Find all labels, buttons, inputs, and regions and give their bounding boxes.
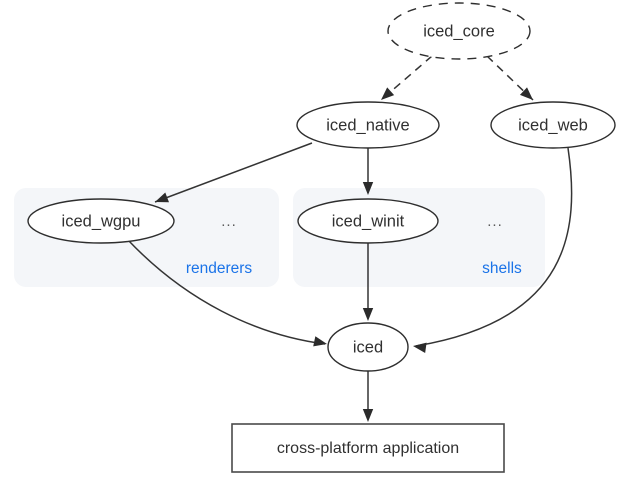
node-shape-iced_web[interactable] — [490, 101, 616, 149]
edge-core-to-web — [486, 55, 534, 101]
arrow-wgpu-to-iced — [313, 336, 327, 347]
arrow-winit-to-iced — [362, 308, 374, 321]
arrow-iced-to-app — [362, 409, 374, 422]
node-shape-iced_native[interactable] — [296, 101, 440, 149]
node-shape-iced_core[interactable] — [387, 2, 531, 60]
node-label-iced_winit: iced_winit — [332, 212, 405, 230]
node-shape-iced_wgpu[interactable] — [27, 198, 175, 244]
node-label-iced: iced — [353, 338, 383, 356]
edge-web-to-iced — [415, 147, 573, 347]
arrow-core-to-native — [381, 87, 395, 100]
node-label-iced_core: iced_core — [423, 22, 495, 40]
edge-group — [127, 55, 573, 418]
node-shape-iced[interactable] — [327, 322, 409, 372]
cluster-label-renderers: renderers — [186, 260, 253, 277]
node-label-iced_web: iced_web — [518, 116, 588, 134]
node-shape-iced_winit[interactable] — [297, 198, 439, 244]
cluster-ellipsis-shells: ... — [487, 213, 503, 230]
arrow-web-to-iced — [413, 342, 427, 353]
arrow-native-to-wgpu — [155, 192, 170, 203]
node-label-app: cross-platform application — [277, 440, 459, 457]
node-label-iced_wgpu: iced_wgpu — [62, 212, 141, 230]
arrow-native-to-winit — [362, 182, 374, 195]
edge-wgpu-to-iced — [127, 239, 326, 345]
arrow-core-to-web — [519, 87, 533, 100]
node-shape-app[interactable] — [231, 423, 505, 473]
cluster-ellipsis-renderers: ... — [221, 213, 237, 230]
edge-native-to-wgpu — [154, 142, 313, 203]
arrowhead-group — [155, 87, 533, 422]
node-label-iced_native: iced_native — [326, 116, 409, 134]
cluster-label-shells: shells — [482, 260, 522, 277]
